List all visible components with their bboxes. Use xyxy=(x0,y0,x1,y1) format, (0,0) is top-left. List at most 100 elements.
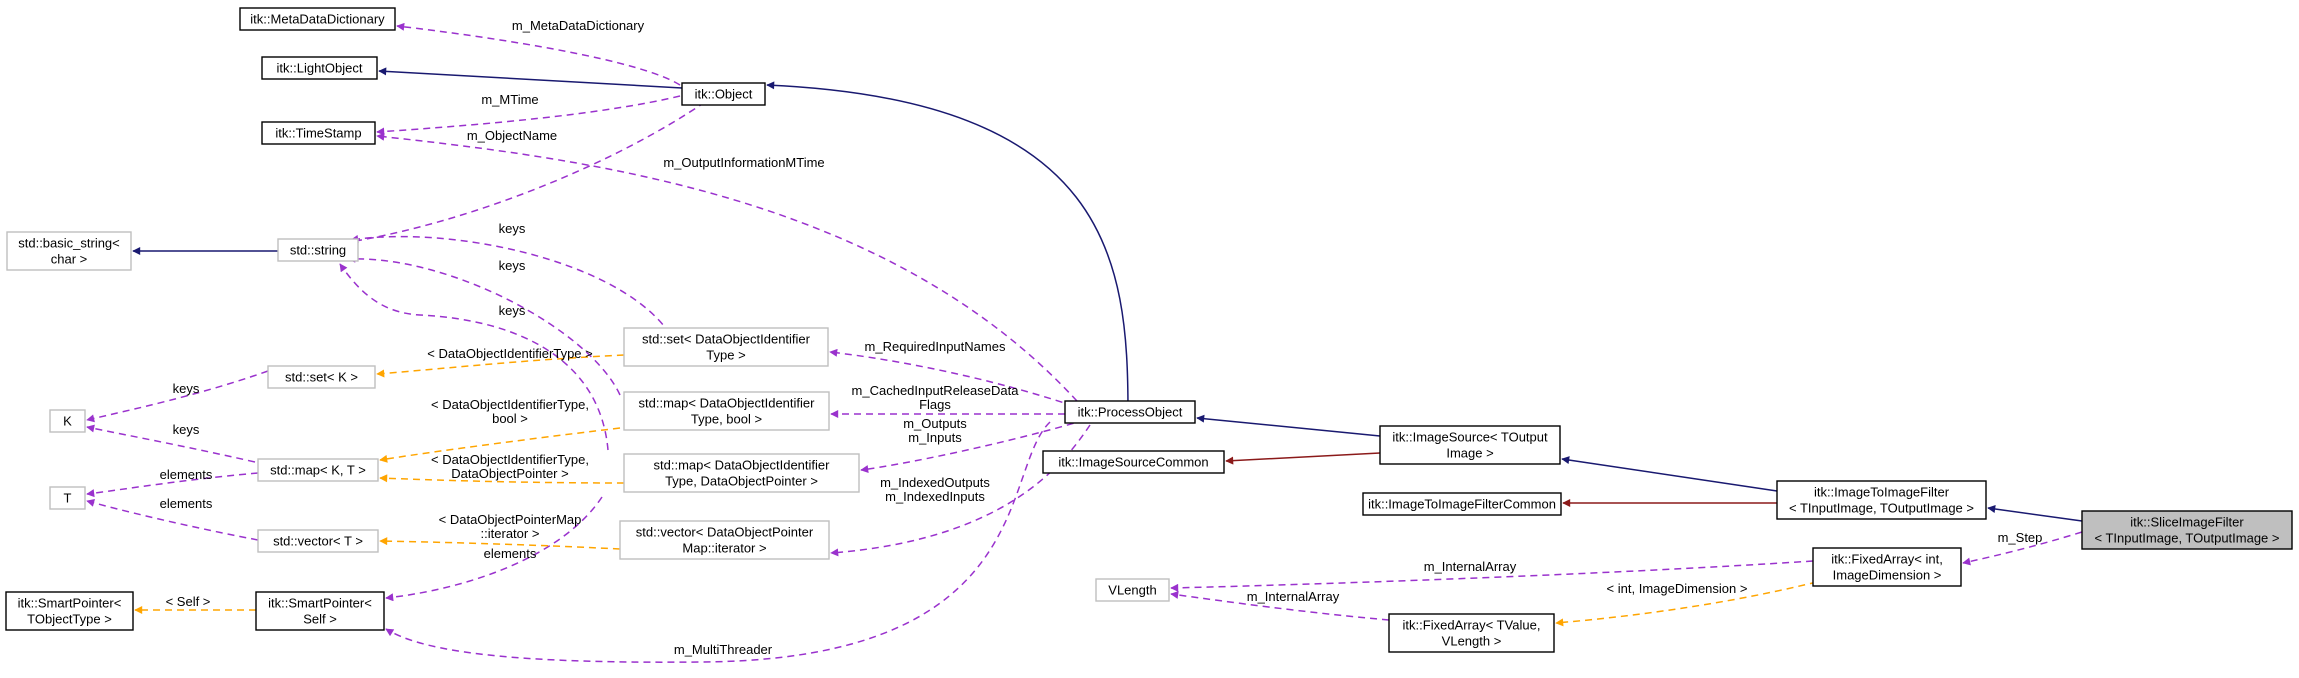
node-label: std::set< K > xyxy=(285,370,358,385)
edge-imagetoimagefilter-imagesource xyxy=(1561,456,1778,492)
edge-label: < DataObjectIdentifierType,DataObjectPoi… xyxy=(431,452,589,481)
node-label: itk::FixedArray< int, xyxy=(1831,552,1943,567)
node-box xyxy=(623,391,830,431)
node-label: std::map< DataObjectIdentifier xyxy=(654,458,831,473)
edge-object-timestamp-mtime xyxy=(376,95,681,136)
node-label: itk::SmartPointer< xyxy=(18,596,122,611)
edge-object-metadatadictionary xyxy=(396,22,681,86)
edge-mapdop-smartpointer xyxy=(385,496,603,602)
nodes: itk::MetaDataDictionary itk::LightObject… xyxy=(5,7,2293,653)
edge-label-line: keys xyxy=(173,422,200,437)
node-basic-string[interactable]: std::basic_string<char > xyxy=(6,231,132,271)
node-box xyxy=(6,231,132,271)
node-std-string[interactable]: std::string xyxy=(277,238,359,262)
node-map-dataobjectidentifiertype-dataobjectpointer[interactable]: std::map< DataObjectIdentifierType, Data… xyxy=(623,453,860,493)
edge-label: elements xyxy=(160,467,213,482)
edge-label-line: keys xyxy=(499,303,526,318)
node-label: Type, DataObjectPointer > xyxy=(665,474,818,489)
edge-object-string xyxy=(349,101,706,245)
edge-label-line: < DataObjectIdentifierType > xyxy=(427,346,592,361)
node-label: std::string xyxy=(290,243,346,258)
node-label: K xyxy=(63,414,72,429)
node-lightobject[interactable]: itk::LightObject xyxy=(261,56,378,80)
node-t[interactable]: T xyxy=(49,486,86,510)
node-vector-t[interactable]: std::vector< T > xyxy=(257,529,379,553)
node-label: < TInputImage, TOutputImage > xyxy=(1789,501,1974,516)
node-label: VLength xyxy=(1108,583,1156,598)
node-set-k[interactable]: std::set< K > xyxy=(267,365,376,389)
node-set-dataobjectidentifiertype[interactable]: std::set< DataObjectIdentifierType > xyxy=(623,327,829,367)
node-map-kt[interactable]: std::map< K, T > xyxy=(257,458,379,482)
edge-setdoit-string xyxy=(350,234,671,335)
edge-label-line: m_IndexedOutputs xyxy=(880,475,990,490)
node-box xyxy=(5,591,134,631)
node-box xyxy=(239,7,396,31)
node-box xyxy=(261,121,376,145)
node-label: < TInputImage, TOutputImage > xyxy=(2094,531,2279,546)
node-label: itk::ImageToImageFilter xyxy=(1814,485,1950,500)
node-imagetoimagefiltercommon[interactable]: itk::ImageToImageFilterCommon xyxy=(1362,492,1562,516)
edge-label-line: < DataObjectPointerMap xyxy=(439,512,582,527)
node-processobject[interactable]: itk::ProcessObject xyxy=(1064,400,1196,424)
node-smartpointer-self[interactable]: itk::SmartPointer<Self > xyxy=(255,591,385,631)
edge-label-line: keys xyxy=(499,258,526,273)
edge-label-line: < int, ImageDimension > xyxy=(1607,581,1748,596)
edge-vector-t xyxy=(86,499,259,541)
edges xyxy=(86,22,2083,663)
node-smartpointer-tobjecttype[interactable]: itk::SmartPointer<TObjectType > xyxy=(5,591,134,631)
node-vlength[interactable]: VLength xyxy=(1095,578,1170,602)
node-fixedarray-int-imagedimension[interactable]: itk::FixedArray< int,ImageDimension > xyxy=(1812,547,1962,587)
edge-label-line: < DataObjectIdentifierType, xyxy=(431,452,589,467)
edge-mapkt-t xyxy=(86,472,259,498)
edge-label: < DataObjectPointerMap::iterator > xyxy=(439,512,582,541)
edge-label-line: ::iterator > xyxy=(481,526,540,541)
node-imagesource[interactable]: itk::ImageSource< TOutputImage > xyxy=(1379,425,1561,465)
node-box xyxy=(49,409,86,433)
node-label: itk::SliceImageFilter xyxy=(2130,515,2244,530)
edge-label-line: m_Step xyxy=(1998,530,2043,545)
node-label: std::basic_string< xyxy=(18,236,120,251)
node-label: itk::ImageSourceCommon xyxy=(1058,455,1208,470)
node-metadatadictionary[interactable]: itk::MetaDataDictionary xyxy=(239,7,396,31)
edge-mapdop-string xyxy=(339,263,609,451)
edge-fixedarraytvalue-vlength xyxy=(1170,591,1390,621)
edge-label-line: m_RequiredInputNames xyxy=(865,339,1006,354)
node-label: Self > xyxy=(303,612,337,627)
node-box xyxy=(1095,578,1170,602)
edge-processobject-timestamp xyxy=(376,132,1086,411)
node-label: Type, bool > xyxy=(691,412,762,427)
edge-label: m_MetaDataDictionary xyxy=(512,18,645,33)
node-label: std::map< DataObjectIdentifier xyxy=(639,396,816,411)
node-vector-dataobjectpointermap[interactable]: std::vector< DataObjectPointerMap::itera… xyxy=(619,520,830,560)
edge-label: keys xyxy=(499,221,526,236)
node-box xyxy=(257,529,379,553)
edge-label: < int, ImageDimension > xyxy=(1607,581,1748,596)
node-imagesourcecommon[interactable]: itk::ImageSourceCommon xyxy=(1042,450,1225,474)
edge-label: keys xyxy=(173,381,200,396)
node-label: std::vector< DataObjectPointer xyxy=(636,525,814,540)
node-box xyxy=(1064,400,1196,424)
edge-imagesource-processobject xyxy=(1196,414,1381,437)
edge-label-line: m_CachedInputReleaseData xyxy=(852,383,1020,398)
edge-label: m_Step xyxy=(1998,530,2043,545)
node-k[interactable]: K xyxy=(49,409,86,433)
edge-label: keys xyxy=(499,303,526,318)
node-box xyxy=(1379,425,1561,465)
node-label: VLength > xyxy=(1442,634,1502,649)
node-sliceimagefilter[interactable]: itk::SliceImageFilter< TInputImage, TOut… xyxy=(2081,510,2293,550)
edge-label-line: m_MetaDataDictionary xyxy=(512,18,645,33)
node-object[interactable]: itk::Object xyxy=(681,82,766,106)
edge-label: m_InternalArray xyxy=(1424,559,1517,574)
node-imagetoimagefilter[interactable]: itk::ImageToImageFilter< TInputImage, TO… xyxy=(1776,480,1987,520)
node-label: std::map< K, T > xyxy=(270,463,366,478)
node-label: std::set< DataObjectIdentifier xyxy=(642,332,811,347)
node-timestamp[interactable]: itk::TimeStamp xyxy=(261,121,376,145)
edge-processobject-smartpointer xyxy=(385,421,1051,663)
node-fixedarray-tvalue-vlength[interactable]: itk::FixedArray< TValue,VLength > xyxy=(1388,613,1555,653)
edge-fixedarrayint-vlength xyxy=(1170,560,1814,592)
node-label: itk::ProcessObject xyxy=(1078,405,1183,420)
node-map-dataobjectidentifiertype-bool[interactable]: std::map< DataObjectIdentifierType, bool… xyxy=(623,391,830,431)
edge-label-line: DataObjectPointer > xyxy=(451,466,568,481)
